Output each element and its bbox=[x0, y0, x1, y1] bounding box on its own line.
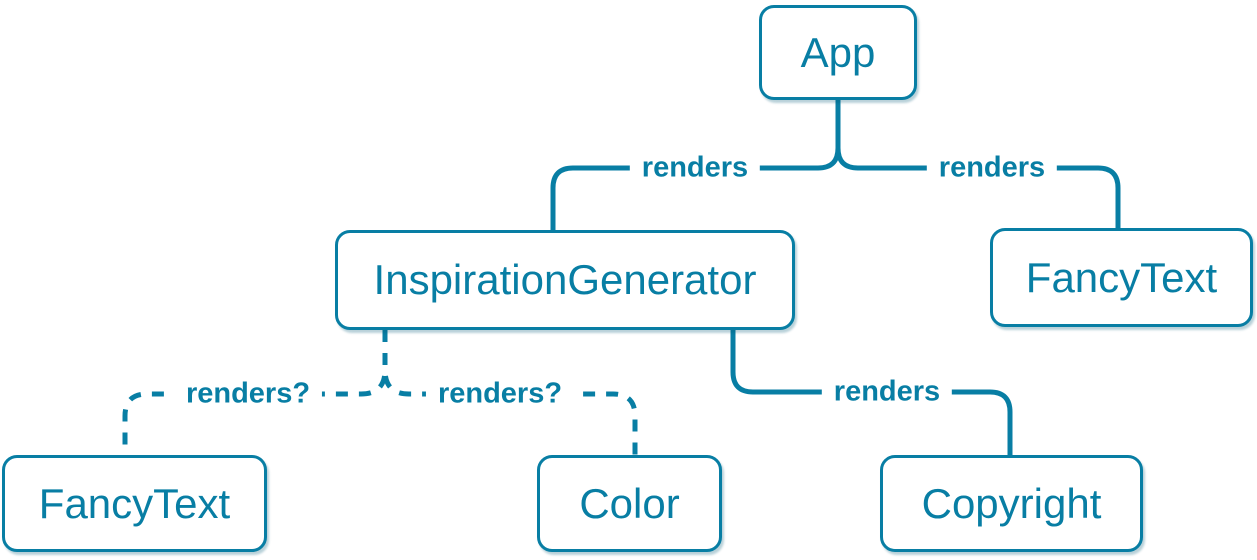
edge-label-renders-app-to-fancy-text: renders bbox=[926, 150, 1058, 186]
node-fancy-text-top-label: FancyText bbox=[1025, 253, 1218, 301]
node-fancy-text-bottom: FancyText bbox=[2, 455, 267, 552]
edge-label-renders-copyright: renders bbox=[821, 374, 953, 410]
node-inspiration-generator: InspirationGenerator bbox=[335, 230, 795, 330]
node-app-label: App bbox=[800, 28, 876, 76]
edge-label-renders-app-to-inspiration: renders bbox=[629, 150, 761, 186]
edge-label-renders-maybe-fancy-text: renders? bbox=[173, 376, 323, 412]
node-inspiration-generator-label: InspirationGenerator bbox=[373, 256, 757, 303]
edge-inspiration-generator-to-color bbox=[382, 330, 638, 455]
node-color: Color bbox=[537, 455, 722, 552]
node-color-label: Color bbox=[579, 479, 680, 527]
node-copyright: Copyright bbox=[880, 455, 1143, 552]
edge-label-renders-maybe-color: renders? bbox=[425, 376, 575, 412]
node-app: App bbox=[759, 5, 917, 100]
node-copyright-label: Copyright bbox=[921, 479, 1102, 527]
node-fancy-text-top: FancyText bbox=[990, 228, 1253, 327]
node-fancy-text-bottom-label: FancyText bbox=[38, 479, 231, 527]
